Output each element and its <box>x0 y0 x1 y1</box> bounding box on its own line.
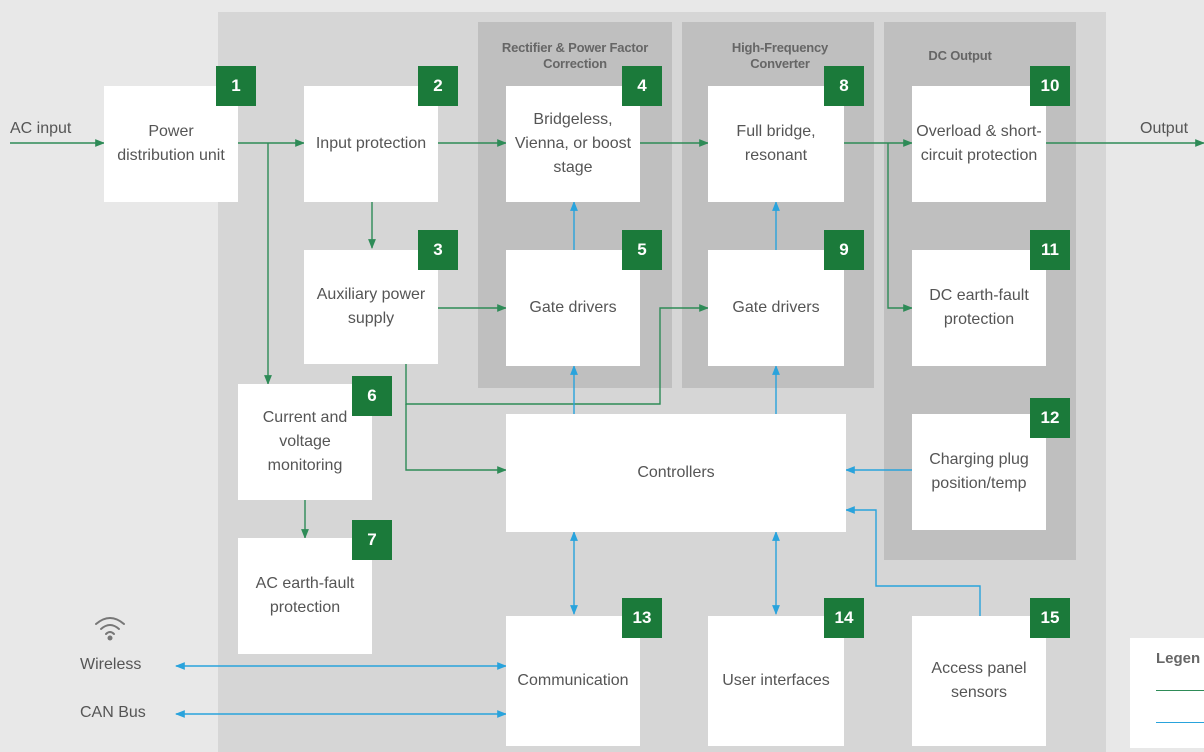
block-2-text: Input protection <box>315 135 427 152</box>
block-ac-earth-fault: AC earth-fault protection <box>238 538 372 654</box>
block-11-text: DC earth-fault protection <box>929 287 1029 328</box>
block-auxiliary-power-supply: Auxiliary power supply <box>304 250 438 364</box>
block-current-voltage-monitoring: Current and voltage monitoring <box>238 384 372 500</box>
controllers-text: Controllers <box>637 464 715 481</box>
block-15-text: Access panel sensors <box>931 660 1027 701</box>
block-14-text: User interfaces <box>722 672 830 689</box>
wifi-icon <box>95 617 125 641</box>
dc-output-group-label: DC Output <box>928 48 992 63</box>
block-9-text: Gate drivers <box>732 299 820 316</box>
block-7-badge: 7 <box>352 520 392 560</box>
block-2-badge: 2 <box>418 66 458 106</box>
block-charging-plug: Charging plug position/temp <box>912 414 1046 530</box>
block-overload-protection: Overload & short-circuit protection <box>912 86 1046 202</box>
output-label: Output <box>1140 120 1189 137</box>
block-gate-drivers-9: Gate drivers <box>708 250 844 366</box>
legend-power-line <box>1156 690 1204 691</box>
block-7-text: AC earth-fault protection <box>255 575 355 616</box>
block-pfc-stage: Bridgeless, Vienna, or boost stage <box>506 86 640 202</box>
block-power-distribution-unit: Power distribution unit <box>104 86 238 202</box>
block-gate-drivers-5: Gate drivers <box>506 250 640 366</box>
wireless-label: Wireless <box>80 656 142 673</box>
block-dc-earth-fault: DC earth-fault protection <box>912 250 1046 366</box>
block-full-bridge: Full bridge, resonant <box>708 86 844 202</box>
block-1-text: Power distribution unit <box>117 123 225 164</box>
rectifier-group-label: Rectifier & Power Factor Correction <box>501 40 649 71</box>
block-input-protection: Input protection <box>304 86 438 202</box>
block-12-text: Charging plug position/temp <box>929 451 1029 492</box>
legend: Legen <box>1130 638 1204 748</box>
legend-title: Legen <box>1156 650 1201 667</box>
block-12-badge: 12 <box>1030 398 1070 438</box>
block-3-text: Auxiliary power supply <box>316 286 426 327</box>
block-11-badge: 11 <box>1030 230 1070 270</box>
block-6-text: Current and voltage monitoring <box>262 409 348 474</box>
hf-converter-group-label: High-Frequency Converter <box>731 40 829 71</box>
block-13-badge: 13 <box>622 598 662 638</box>
block-6-badge: 6 <box>352 376 392 416</box>
block-10-text: Overload & short-circuit protection <box>916 123 1042 164</box>
block-user-interfaces: User interfaces <box>708 616 844 746</box>
ac-input-label: AC input <box>10 120 72 137</box>
block-9-badge: 9 <box>824 230 864 270</box>
block-8-badge: 8 <box>824 66 864 106</box>
block-5-badge: 5 <box>622 230 662 270</box>
block-1-badge: 1 <box>216 66 256 106</box>
block-8-text: Full bridge, resonant <box>736 123 816 164</box>
block-13-text: Communication <box>517 672 629 689</box>
can-bus-label: CAN Bus <box>80 704 146 721</box>
block-communication: Communication <box>506 616 640 746</box>
block-controllers: Controllers <box>506 414 846 532</box>
block-15-badge: 15 <box>1030 598 1070 638</box>
block-4-badge: 4 <box>622 66 662 106</box>
block-5-text: Gate drivers <box>529 299 617 316</box>
block-14-badge: 14 <box>824 598 864 638</box>
block-10-badge: 10 <box>1030 66 1070 106</box>
block-3-badge: 3 <box>418 230 458 270</box>
block-access-panel-sensors: Access panel sensors <box>912 616 1046 746</box>
legend-signal-line <box>1156 722 1204 723</box>
block-4-text: Bridgeless, Vienna, or boost stage <box>514 111 632 176</box>
